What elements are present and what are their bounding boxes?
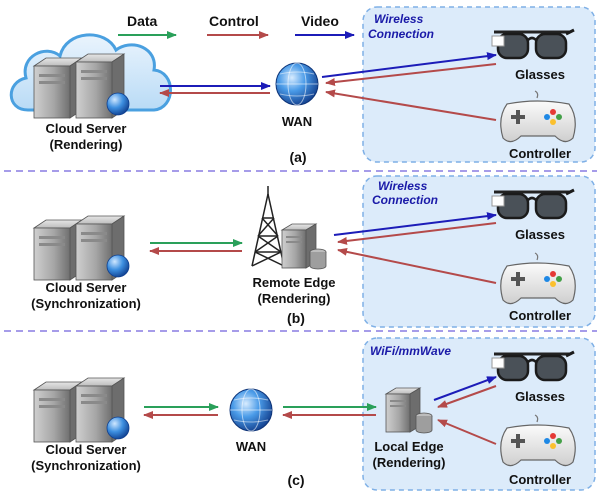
wireless-label-a-line1: Wireless <box>374 12 424 26</box>
video-arrow-b-glasses <box>333 212 497 236</box>
game-controller-icon <box>500 252 576 305</box>
server-icon <box>32 57 84 119</box>
control-arrow-a-glasses <box>325 63 497 86</box>
smart-glasses-icon <box>491 188 575 220</box>
globe-badge-icon <box>106 92 130 116</box>
controller-label-c: Controller <box>509 472 571 487</box>
server-icon <box>32 219 84 281</box>
control-arrow-a-controller <box>325 89 497 121</box>
wireless-label-b-line2: Connection <box>372 193 438 207</box>
game-controller-icon <box>500 90 576 143</box>
database-icon <box>415 412 433 434</box>
controller-label-a: Controller <box>509 146 571 161</box>
wan-label-a: WAN <box>282 114 312 129</box>
remote-edge-label-line1: Remote Edge <box>252 275 335 290</box>
caption-c: (c) <box>287 472 304 488</box>
local-edge-label-line1: Local Edge <box>374 439 443 454</box>
cloud-server-c-line2: (Synchronization) <box>31 458 141 473</box>
controller-label-b: Controller <box>509 308 571 323</box>
panel-a: Wireless Connection Cloud Server (Render… <box>9 6 596 165</box>
panel-b: Wireless Connection Cloud Server (Synchr… <box>31 175 596 328</box>
smart-glasses-icon <box>491 28 575 60</box>
local-edge-label-line2: (Rendering) <box>373 455 446 470</box>
video-arrow-c-glasses <box>433 376 497 401</box>
cloud-server-a-line2: (Rendering) <box>50 137 123 152</box>
panel-c: WiFi/mmWave Cloud Server (Synchronizatio… <box>31 337 596 491</box>
legend: Data Control Video <box>118 13 355 39</box>
cloud-server-b-line2: (Synchronization) <box>31 296 141 311</box>
wireless-label-a-line2: Connection <box>368 27 434 41</box>
glasses-label-a: Glasses <box>515 67 565 82</box>
glasses-label-b: Glasses <box>515 227 565 242</box>
wireless-label-c: WiFi/mmWave <box>370 344 451 358</box>
game-controller-icon <box>500 414 576 467</box>
globe-icon <box>275 62 319 106</box>
video-arrow-a-glasses <box>321 52 497 78</box>
database-icon <box>309 248 327 270</box>
legend-data-label: Data <box>127 13 158 29</box>
cloud-server-c-line1: Cloud Server <box>46 442 127 457</box>
control-arrow-b-controller <box>337 247 497 284</box>
wireless-label-b-line1: Wireless <box>378 179 428 193</box>
smart-glasses-icon <box>491 350 575 382</box>
globe-badge-icon <box>106 254 130 278</box>
caption-b: (b) <box>287 310 305 326</box>
remote-edge-label-line2: (Rendering) <box>258 291 331 306</box>
server-icon <box>384 387 422 433</box>
control-arrow-c-controller <box>437 419 497 445</box>
globe-badge-icon <box>106 416 130 440</box>
wan-label-c: WAN <box>236 439 266 454</box>
control-arrow-b-glasses <box>337 222 497 245</box>
cloud-server-b-line1: Cloud Server <box>46 280 127 295</box>
legend-control-label: Control <box>209 13 259 29</box>
caption-a: (a) <box>289 149 306 165</box>
server-icon <box>32 381 84 443</box>
glasses-label-c: Glasses <box>515 389 565 404</box>
cloud-server-a-line1: Cloud Server <box>46 121 127 136</box>
control-arrow-c-glasses <box>437 385 497 408</box>
legend-video-label: Video <box>301 13 339 29</box>
globe-icon <box>229 388 273 432</box>
antenna-tower-icon <box>251 186 285 267</box>
